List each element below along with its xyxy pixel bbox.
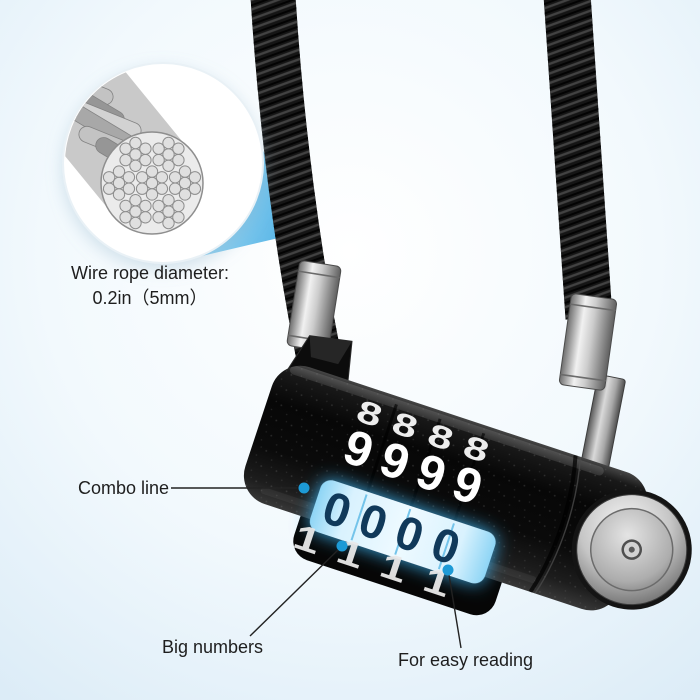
wire-strand xyxy=(112,165,126,178)
big-numbers-dot xyxy=(336,540,348,552)
ferrule-body xyxy=(558,293,618,391)
wire-strand xyxy=(172,142,185,155)
dial-highlight-separators xyxy=(350,494,455,570)
wire-strand xyxy=(119,153,132,167)
easy-reading-label: For easy reading xyxy=(398,650,533,670)
wire-strand xyxy=(162,216,175,230)
end-cap xyxy=(571,489,692,610)
wire-strand xyxy=(145,165,159,178)
right-cable-ferrule xyxy=(558,293,618,391)
wire-strand xyxy=(178,188,192,201)
wire-strand xyxy=(119,142,132,155)
lock: 8888 9999 0000 1111 xyxy=(235,335,692,619)
ferrule-groove xyxy=(560,373,606,382)
combo-line-dot xyxy=(298,482,310,494)
big-numbers-pointer xyxy=(249,548,340,637)
wire-strand xyxy=(112,188,126,201)
wire-strand xyxy=(168,171,182,184)
wire-strand xyxy=(102,182,116,195)
ferrule-groove xyxy=(298,270,340,279)
right-cable xyxy=(543,0,613,320)
wire-strand xyxy=(129,136,142,150)
body-seam xyxy=(528,455,578,594)
wire-strand xyxy=(162,159,175,173)
wire-strand xyxy=(139,142,152,155)
highlight-separator xyxy=(394,508,412,555)
wire-strand xyxy=(119,199,132,213)
highlight-separator xyxy=(437,523,455,570)
wire-strand xyxy=(139,199,152,213)
wire-strand xyxy=(162,194,175,207)
cable-entry-fitting-facet xyxy=(309,335,353,365)
easy-reading-dot xyxy=(442,564,454,576)
wire-strand xyxy=(135,182,149,195)
wire-strand xyxy=(188,171,202,184)
wire-strand xyxy=(178,165,192,178)
body-top-sheen xyxy=(290,365,604,476)
wire-rope-label-line1: Wire rope diameter: xyxy=(71,263,229,283)
wire-strand xyxy=(152,142,165,155)
wire-rope-label-line2: 0.2in（5mm） xyxy=(92,288,207,308)
ferrule-groove xyxy=(569,303,616,312)
right-cable-texture xyxy=(543,0,613,320)
rope-wires xyxy=(102,136,202,230)
wire-strand xyxy=(135,171,149,184)
wire-strand xyxy=(122,171,136,184)
wire-strand xyxy=(129,216,142,230)
callouts: Wire rope diameter: 0.2in（5mm） Combo lin… xyxy=(71,263,533,670)
wire-strand xyxy=(119,211,132,224)
wire-strand xyxy=(152,199,165,213)
wire-strand xyxy=(152,211,165,224)
wire-strand xyxy=(102,171,116,184)
big-numbers-label: Big numbers xyxy=(162,637,263,657)
wire-strand xyxy=(162,136,175,150)
highlight-separator xyxy=(350,494,368,541)
easy-reading-pointer xyxy=(448,574,462,649)
magnifier xyxy=(62,62,264,264)
wire-strand xyxy=(172,199,185,213)
body-seam-highlight xyxy=(534,456,581,594)
wire-strand xyxy=(152,153,165,167)
combo-line-label: Combo line xyxy=(78,478,169,498)
wire-strand xyxy=(129,194,142,207)
wire-strand xyxy=(145,188,159,201)
end-cap-button-center xyxy=(628,546,635,553)
wire-strand xyxy=(129,159,142,173)
wire-strand xyxy=(155,171,169,184)
wire-strand xyxy=(168,182,182,195)
